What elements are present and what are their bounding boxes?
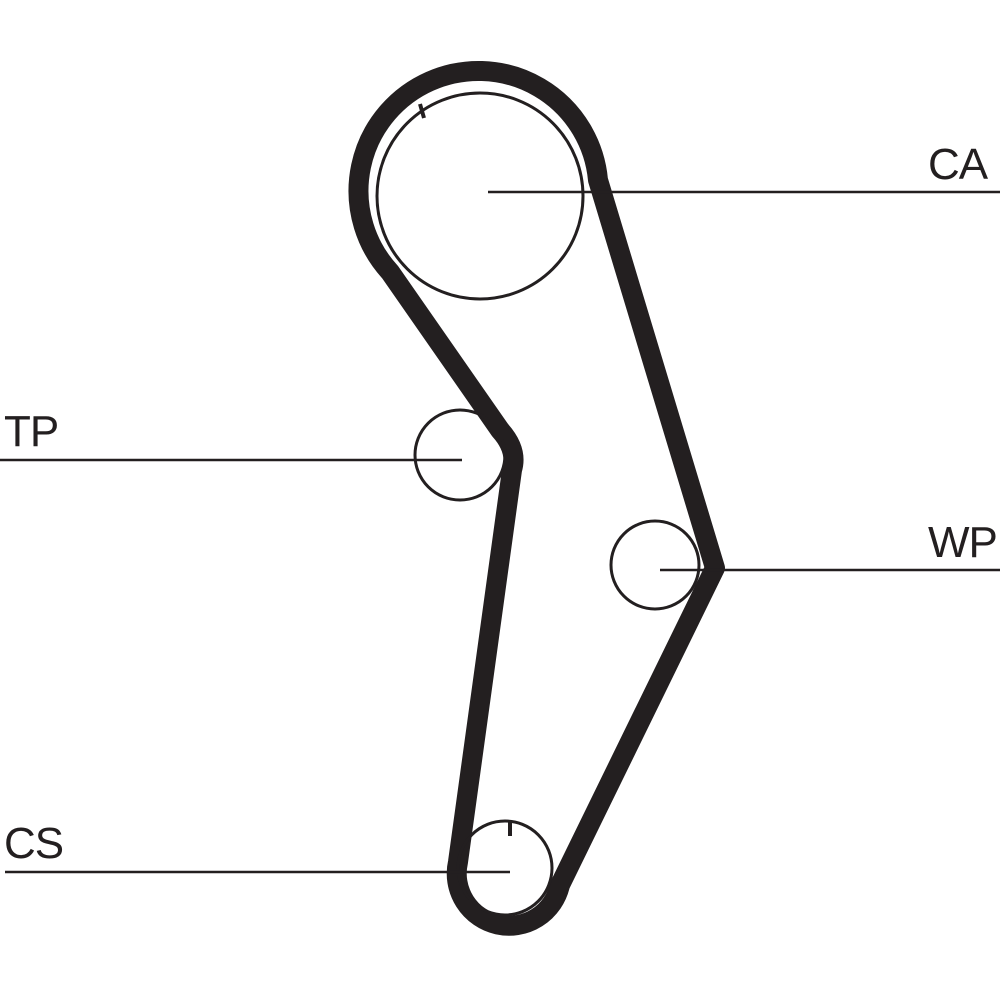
crankshaft-label: CS bbox=[4, 819, 64, 868]
tensioner-pulley bbox=[413, 408, 507, 502]
tensioner-label: TP bbox=[4, 407, 59, 456]
camshaft-pulley bbox=[375, 91, 585, 301]
crankshaft-pulley bbox=[456, 819, 554, 917]
camshaft-timing-mark bbox=[418, 103, 426, 119]
camshaft-label: CA bbox=[928, 140, 988, 189]
timing-belt bbox=[348, 61, 725, 936]
water-pump-label: WP bbox=[928, 518, 998, 567]
water-pump-pulley bbox=[609, 519, 701, 611]
